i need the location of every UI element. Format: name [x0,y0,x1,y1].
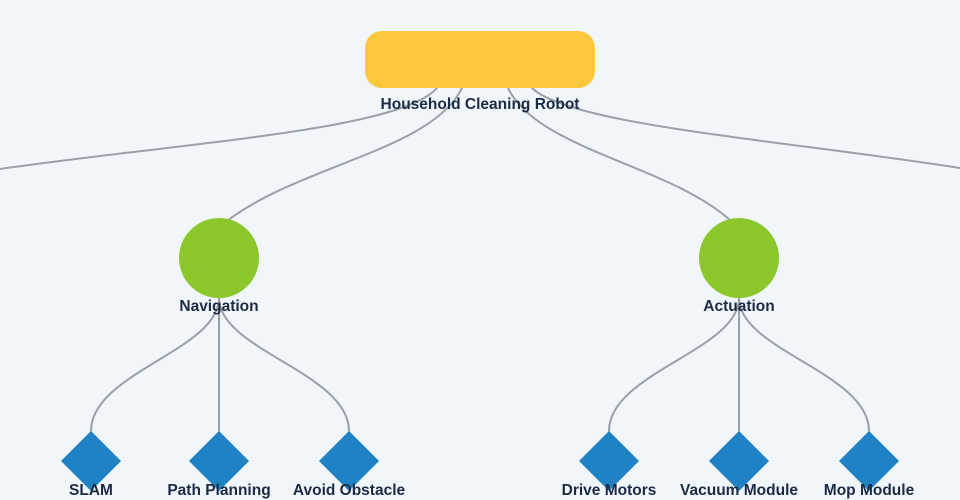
node-drive-motors[interactable]: Drive Motors [562,431,657,499]
avoid-obstacle-node-label: Avoid Obstacle [293,482,406,499]
edge-navigation-to-avoid-obstacle [218,297,350,432]
slam-node-shape[interactable] [61,431,121,491]
navigation-node-label: Navigation [179,298,258,315]
node-vacuum-module[interactable]: Vacuum Module [680,431,798,499]
node-household-cleaning-robot[interactable]: Household Cleaning Robot [365,31,595,113]
root-node-shape[interactable] [365,31,595,88]
edge-root-to-actuation [507,87,732,222]
path-planning-node-label: Path Planning [167,482,270,499]
node-avoid-obstacle[interactable]: Avoid Obstacle [293,431,406,499]
drive-motors-node-label: Drive Motors [562,482,657,499]
mop-module-node-shape[interactable] [839,431,899,491]
root-node-label: Household Cleaning Robot [381,96,580,113]
edge-layer [0,87,960,432]
vacuum-module-node-shape[interactable] [709,431,769,491]
node-slam[interactable]: SLAM [61,431,121,499]
mop-module-node-label: Mop Module [824,482,915,499]
navigation-node-shape[interactable] [179,218,259,298]
edge-root-to-navigation [226,87,463,222]
actuation-node-label: Actuation [703,298,774,315]
edge-actuation-to-drive-motors [608,297,740,432]
edge-navigation-to-slam [90,297,220,432]
actuation-node-shape[interactable] [699,218,779,298]
avoid-obstacle-node-shape[interactable] [319,431,379,491]
node-path-planning[interactable]: Path Planning [167,431,271,499]
node-mop-module[interactable]: Mop Module [824,431,915,499]
edge-root-to-offscreen-left [0,87,438,170]
drive-motors-node-shape[interactable] [579,431,639,491]
edge-actuation-to-mop-module [738,297,870,432]
node-actuation[interactable]: Actuation [699,218,779,315]
vacuum-module-node-label: Vacuum Module [680,482,798,499]
slam-node-label: SLAM [69,482,113,499]
path-planning-node-shape[interactable] [189,431,249,491]
edge-root-to-offscreen-right [531,87,960,169]
node-navigation[interactable]: Navigation [179,218,259,315]
